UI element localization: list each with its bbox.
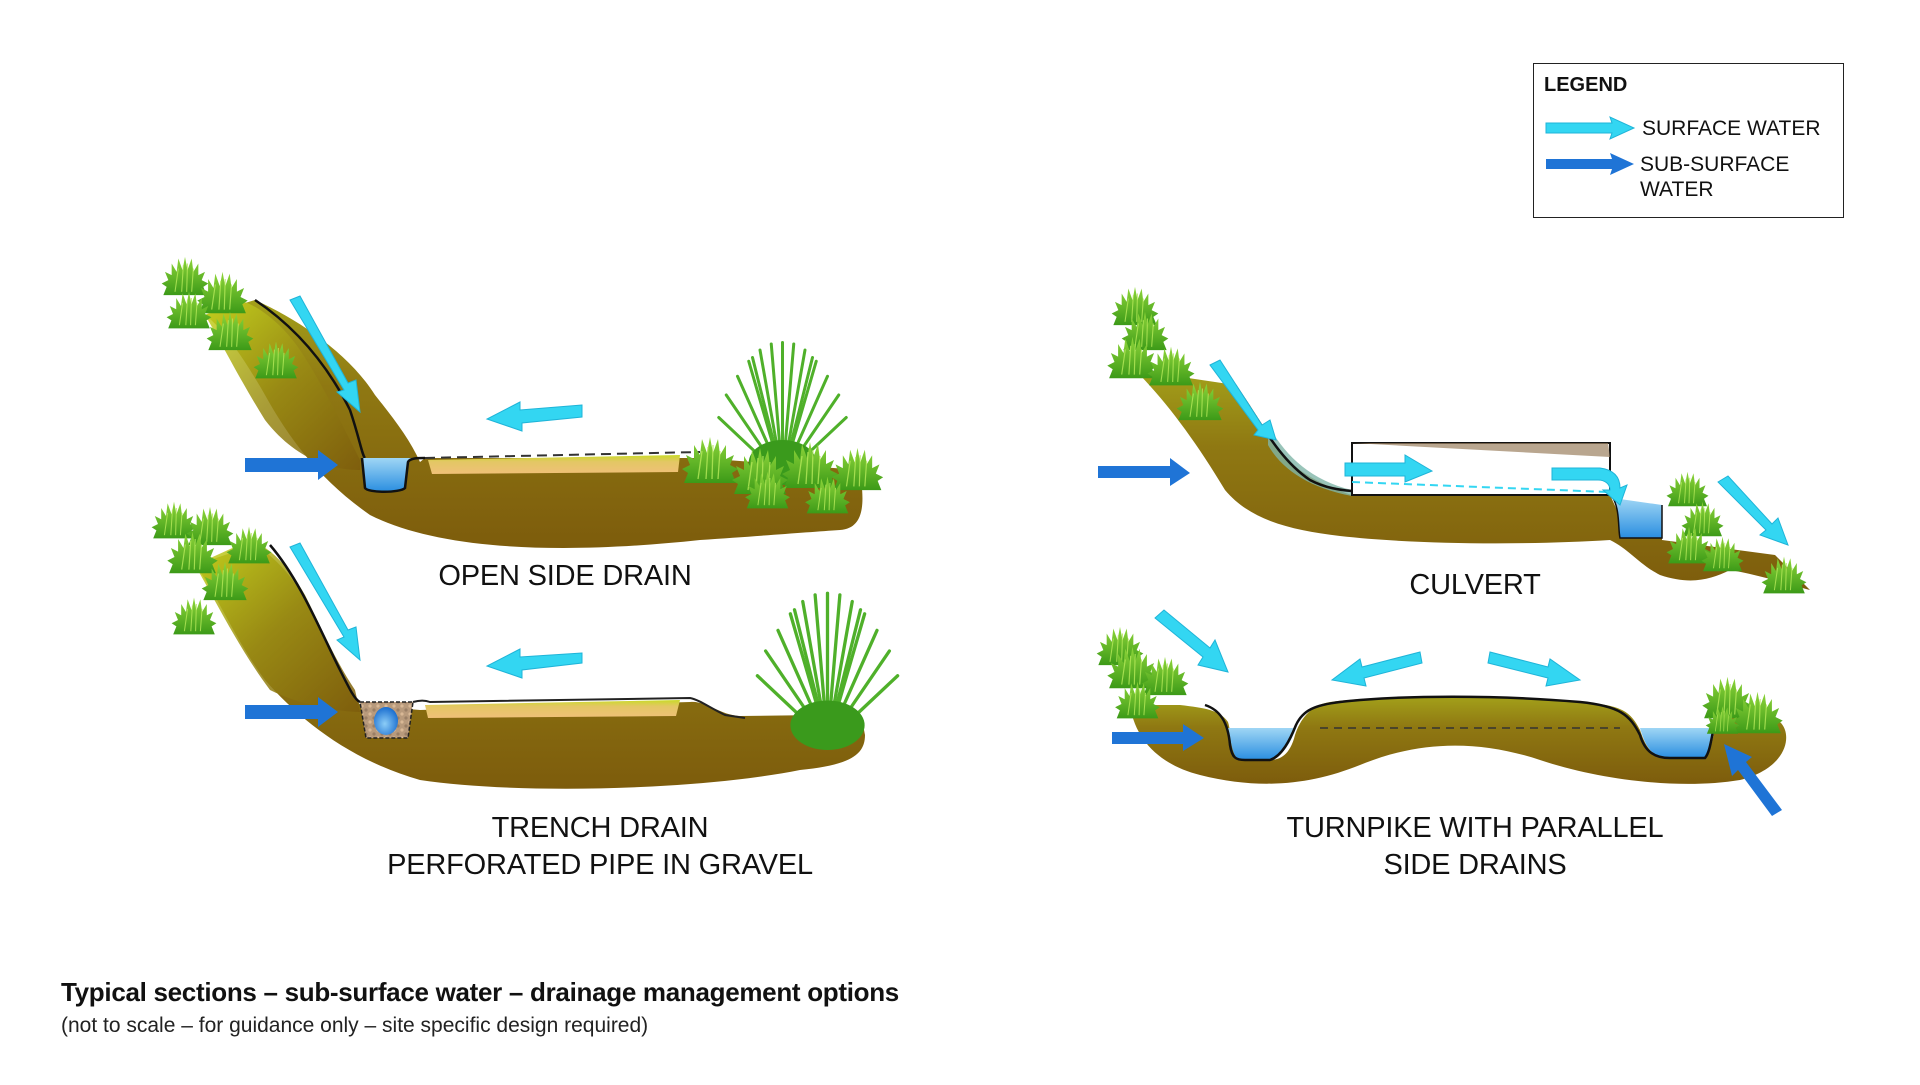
section-label-culvert: CULVERT bbox=[1310, 567, 1640, 604]
label-line: TURNPIKE WITH PARALLEL bbox=[1286, 812, 1664, 844]
legend-label-subsurface-water: SUB-SURFACE WATER bbox=[1640, 152, 1789, 202]
subsurface-water-arrow bbox=[1724, 744, 1782, 816]
surface-water-arrow bbox=[1487, 651, 1582, 687]
culvert-section bbox=[1098, 286, 1810, 594]
slope-face bbox=[195, 540, 360, 712]
surface-water-arrow bbox=[1330, 651, 1423, 687]
slope-surface-line bbox=[269, 544, 361, 704]
label-line: OPEN SIDE DRAIN bbox=[438, 560, 692, 592]
surface-water-arrow bbox=[1551, 467, 1628, 506]
caption-subtitle: (not to scale – for guidance only – site… bbox=[61, 1014, 649, 1037]
surface-water-arrow bbox=[289, 542, 361, 662]
perforated-pipe-icon bbox=[374, 707, 398, 735]
label-line: SUB-SURFACE bbox=[1640, 153, 1790, 176]
label-line: SIDE DRAINS bbox=[1383, 849, 1567, 881]
outlet-pool bbox=[1612, 497, 1663, 539]
subsurface-water-arrow-icon bbox=[1546, 153, 1634, 175]
subsurface-water-arrow bbox=[245, 697, 338, 727]
section-label-open-side-drain: OPEN SIDE DRAIN bbox=[380, 558, 750, 595]
surface-water-arrow bbox=[485, 648, 583, 679]
surface-water-arrow bbox=[1344, 454, 1434, 483]
subsurface-water-arrow bbox=[1098, 458, 1190, 486]
figure-caption: Typical sections – sub-surface water – d… bbox=[61, 977, 899, 1038]
label-line: TRENCH DRAIN bbox=[491, 812, 709, 844]
road-surface bbox=[425, 700, 680, 718]
legend: LEGEND SURFACE WATER SUB-SURFACE WATER bbox=[1533, 63, 1844, 218]
turnpike-section bbox=[1096, 609, 1787, 816]
label-line: CULVERT bbox=[1409, 569, 1541, 601]
surface-water-arrow bbox=[289, 295, 361, 414]
section-label-turnpike: TURNPIKE WITH PARALLEL SIDE DRAINS bbox=[1230, 810, 1720, 884]
section-label-trench-drain: TRENCH DRAIN PERFORATED PIPE IN GRAVEL bbox=[330, 810, 870, 884]
surface-water-arrow bbox=[1209, 359, 1277, 441]
legend-label-surface-water: SURFACE WATER bbox=[1642, 117, 1821, 140]
subsurface-water-arrow bbox=[1112, 724, 1204, 751]
trench-drain-section bbox=[151, 501, 898, 789]
surface-water-arrow bbox=[485, 401, 583, 432]
open-drain-channel bbox=[360, 456, 426, 493]
subsurface-water-arrow bbox=[245, 450, 338, 480]
soil-body bbox=[195, 545, 865, 789]
legend-title: LEGEND bbox=[1544, 74, 1628, 96]
side-drain-water bbox=[1228, 728, 1296, 760]
open-side-drain-section bbox=[161, 256, 884, 548]
surface-water-arrow bbox=[1717, 475, 1789, 546]
label-line: PERFORATED PIPE IN GRAVEL bbox=[387, 849, 813, 881]
road-surface bbox=[428, 455, 680, 474]
caption-title: Typical sections – sub-surface water – d… bbox=[61, 977, 899, 1007]
soil-body bbox=[1130, 696, 1787, 784]
surface-water-arrow bbox=[1154, 609, 1229, 673]
surface-water-arrow-icon bbox=[1545, 116, 1636, 140]
label-line: WATER bbox=[1640, 178, 1714, 201]
side-drain-water bbox=[1640, 728, 1714, 758]
